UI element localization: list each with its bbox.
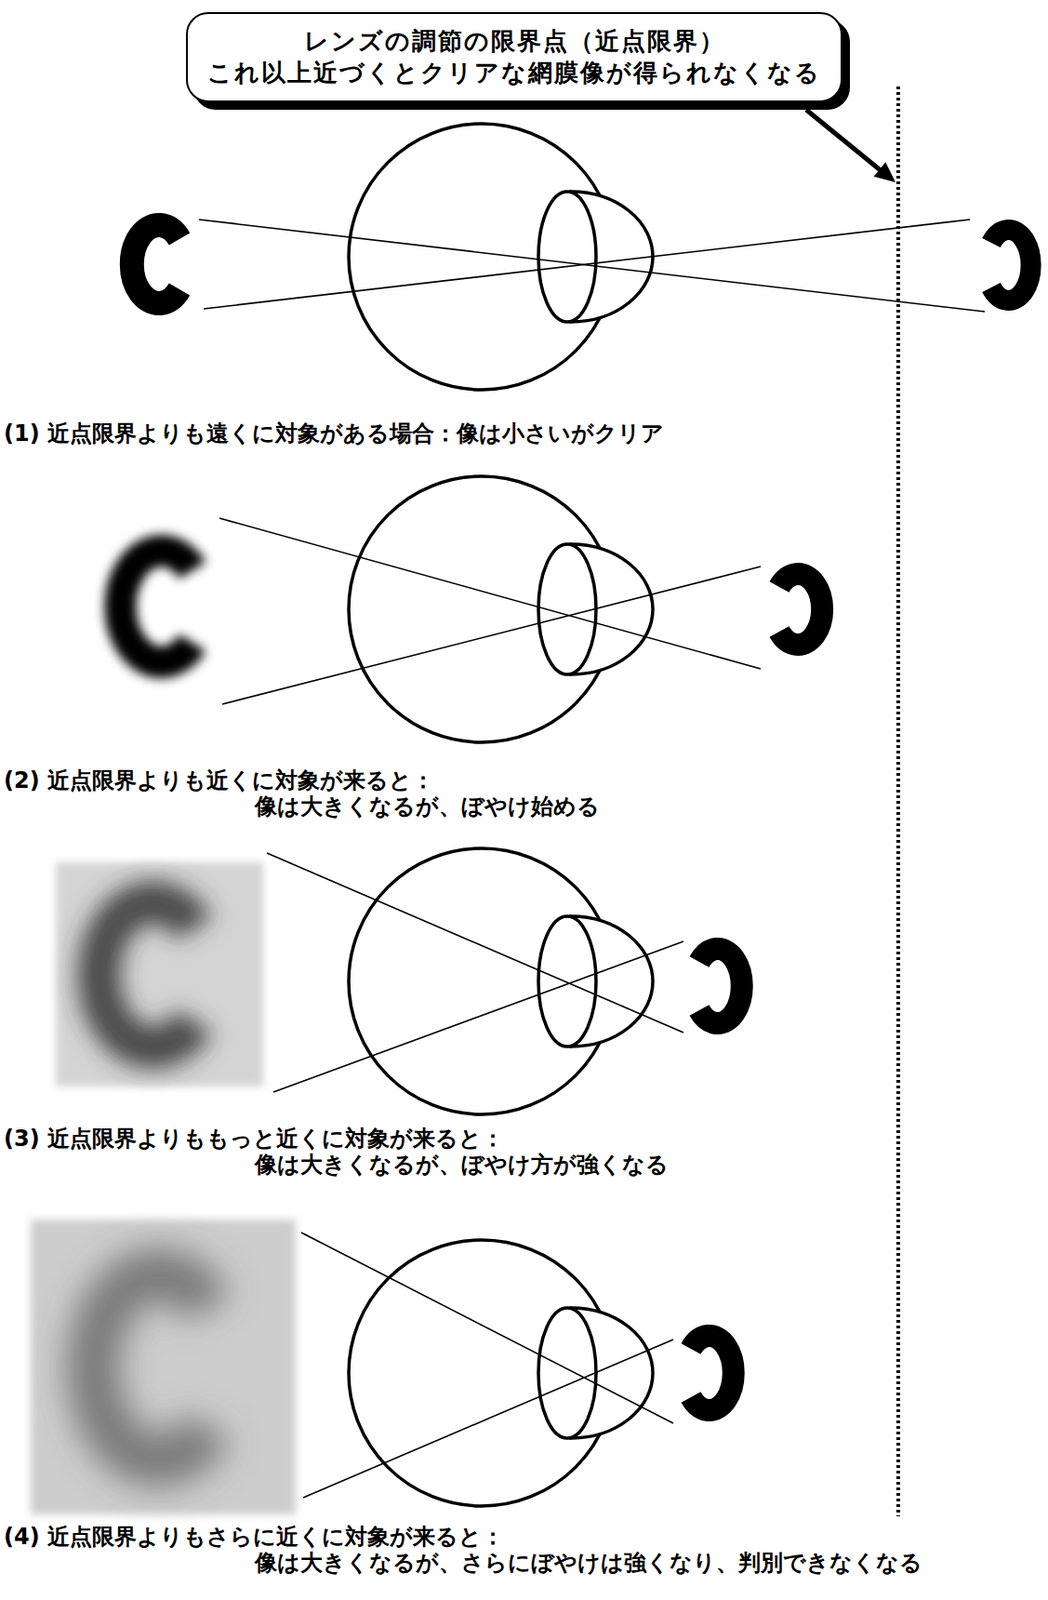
caption-text: (1) 近点限界よりも遠くに対象がある場合：像は小さいがクリア: [3, 420, 664, 447]
eye-4: [30, 1219, 734, 1514]
wrap-spacer: [439, 767, 609, 794]
caption-text: (4) 近点限界よりもさらに近くに対象が来ると： 像は大きくなるが、さらにぼやけ…: [3, 1523, 931, 1576]
caption-text: (3) 近点限界よりももっと近くに対象が来ると： 像は大きくなるが、ぼやけ方が強…: [3, 1125, 677, 1178]
callout-arrow: [806, 109, 896, 183]
callout-box: レンズの調節の限界点（近点限界）これ以上近づくとクリアな網膜像が得られなくなる: [185, 12, 843, 103]
eye-1: [132, 123, 1032, 390]
eye-3: [55, 848, 743, 1115]
eye-2: [120, 476, 823, 743]
caption-text: (2) 近点限界よりも近くに対象が来ると： 像は大きくなるが、ぼやけ始める: [3, 767, 609, 820]
wrap-spacer: [509, 1125, 677, 1152]
callout-text: これ以上近づくとクリアな網膜像が得られなくなる: [206, 56, 823, 89]
callout-text: レンズの調節の限界点（近点限界）: [206, 25, 823, 57]
wrap-spacer: [509, 1523, 931, 1550]
